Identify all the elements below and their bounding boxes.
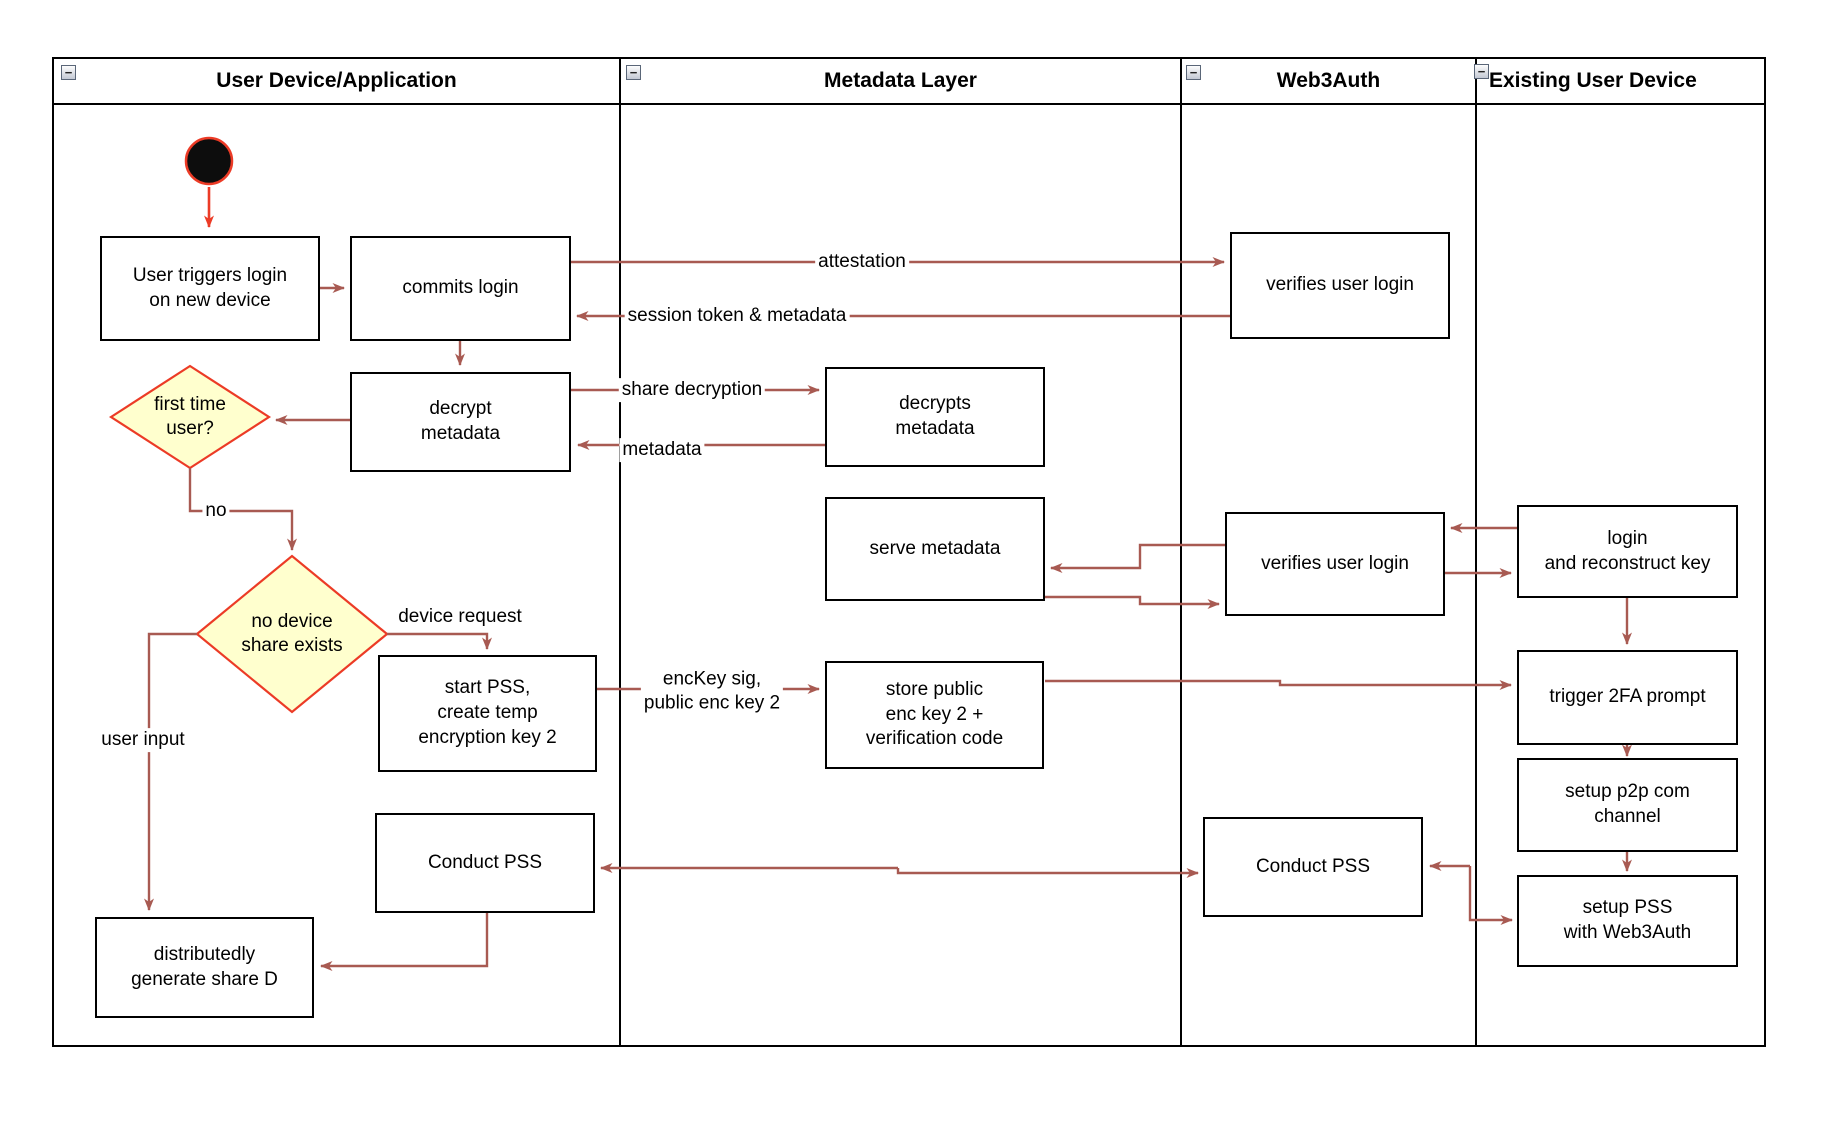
collapse-icon[interactable]: −: [1474, 64, 1489, 79]
lane-header-user-device: User Device/Application: [54, 57, 619, 105]
lane-divider-3: [1475, 57, 1477, 1047]
node-setup-p2p-channel[interactable]: setup p2p com channel: [1517, 758, 1738, 852]
edge-label-metadata: metadata: [619, 438, 705, 462]
edge-conduct-link-right: [896, 868, 1199, 878]
edge-label-attestation: attestation: [815, 250, 909, 274]
node-commits-login[interactable]: commits login: [350, 236, 571, 341]
lane-header-existing-device-label: Existing User Device: [1489, 69, 1697, 92]
header-separator: [52, 103, 1766, 105]
collapse-icon[interactable]: −: [1186, 65, 1201, 80]
minus-icon: −: [64, 65, 73, 80]
node-decrypts-metadata[interactable]: decrypts metadata: [825, 367, 1045, 467]
edge-label-device-request: device request: [395, 605, 525, 629]
node-store-public-enc-key[interactable]: store public enc key 2 + verification co…: [825, 661, 1044, 769]
node-trigger-2fa-prompt[interactable]: trigger 2FA prompt: [1517, 650, 1738, 745]
minus-icon: −: [1477, 64, 1486, 79]
lane-header-web3auth-label: Web3Auth: [1276, 69, 1381, 92]
edge-serve-to-verifies2: [1045, 595, 1220, 609]
node-start-pss[interactable]: start PSS, create temp encryption key 2: [378, 655, 597, 772]
start-node: [184, 136, 234, 186]
edge-verifies2-to-serve: [1050, 543, 1225, 573]
lane-header-metadata-layer-label: Metadata Layer: [824, 69, 977, 92]
node-setup-pss-web3auth[interactable]: setup PSS with Web3Auth: [1517, 875, 1738, 967]
lane-header-web3auth: Web3Auth: [1182, 57, 1475, 105]
edge-label-session-token: session token & metadata: [624, 304, 850, 328]
collapse-icon[interactable]: −: [61, 65, 76, 80]
edge-label-share-decryption: share decryption: [618, 378, 766, 402]
edge-no-path: [188, 468, 297, 551]
edge-label-enckey: encKey sig, public enc key 2: [640, 667, 784, 715]
edge-store-to-2fa: [1045, 679, 1512, 690]
decision-first-time-user: [108, 364, 272, 470]
edge-conduct-to-generate: [320, 913, 489, 971]
lane-divider-2: [1180, 57, 1182, 1047]
edge-device-request: [387, 632, 492, 650]
edge-user-input: [144, 632, 197, 911]
node-verifies-user-login-2[interactable]: verifies user login: [1225, 512, 1445, 616]
lane-header-existing-device: Existing User Device: [1489, 57, 1766, 105]
lane-header-metadata-layer: Metadata Layer: [621, 57, 1180, 105]
lane-divider-1: [619, 57, 621, 1047]
edge-label-user-input: user input: [98, 728, 188, 752]
node-decrypt-metadata[interactable]: decrypt metadata: [350, 372, 571, 472]
edge-label-no: no: [202, 499, 230, 523]
minus-icon: −: [629, 65, 638, 80]
node-login-reconstruct-key[interactable]: login and reconstruct key: [1517, 505, 1738, 598]
lane-header-user-device-label: User Device/Application: [216, 69, 457, 92]
decision-no-device-share: [195, 554, 389, 714]
node-conduct-pss-web3auth[interactable]: Conduct PSS: [1203, 817, 1423, 917]
collapse-icon[interactable]: −: [626, 65, 641, 80]
node-serve-metadata[interactable]: serve metadata: [825, 497, 1045, 601]
edge-conduct-to-setuppss: [1468, 866, 1513, 925]
node-user-triggers-login[interactable]: User triggers login on new device: [100, 236, 320, 341]
minus-icon: −: [1189, 65, 1198, 80]
node-conduct-pss-device[interactable]: Conduct PSS: [375, 813, 595, 913]
node-distributedly-generate-share-d[interactable]: distributedly generate share D: [95, 917, 314, 1018]
node-verifies-user-login-1[interactable]: verifies user login: [1230, 232, 1450, 339]
